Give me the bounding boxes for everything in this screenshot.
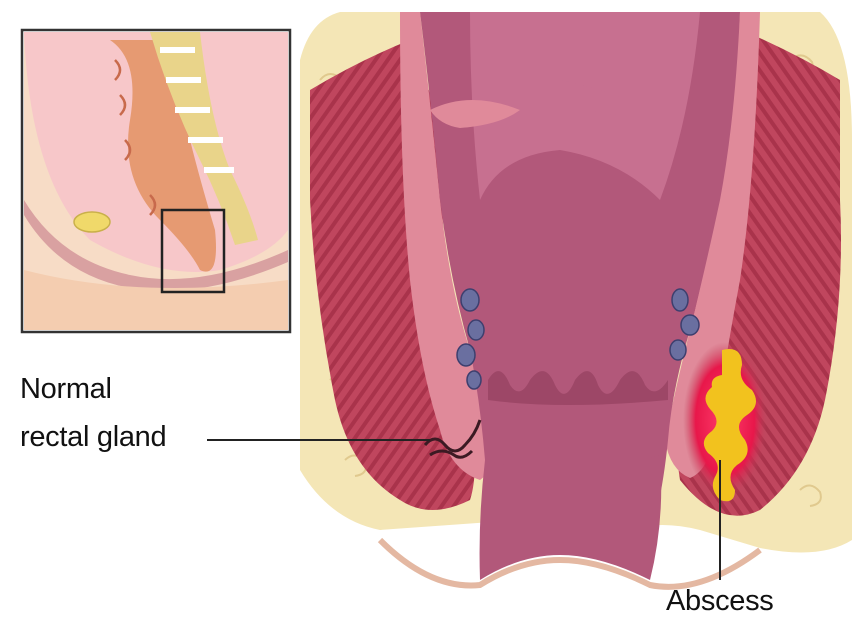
normal-gland-label-line2: rectal gland xyxy=(20,420,166,454)
normal-gland-label-line1: Normal xyxy=(20,372,112,406)
inset-bladder xyxy=(74,212,110,232)
inset-body-section xyxy=(24,32,288,330)
abscess-label: Abscess xyxy=(666,584,774,618)
